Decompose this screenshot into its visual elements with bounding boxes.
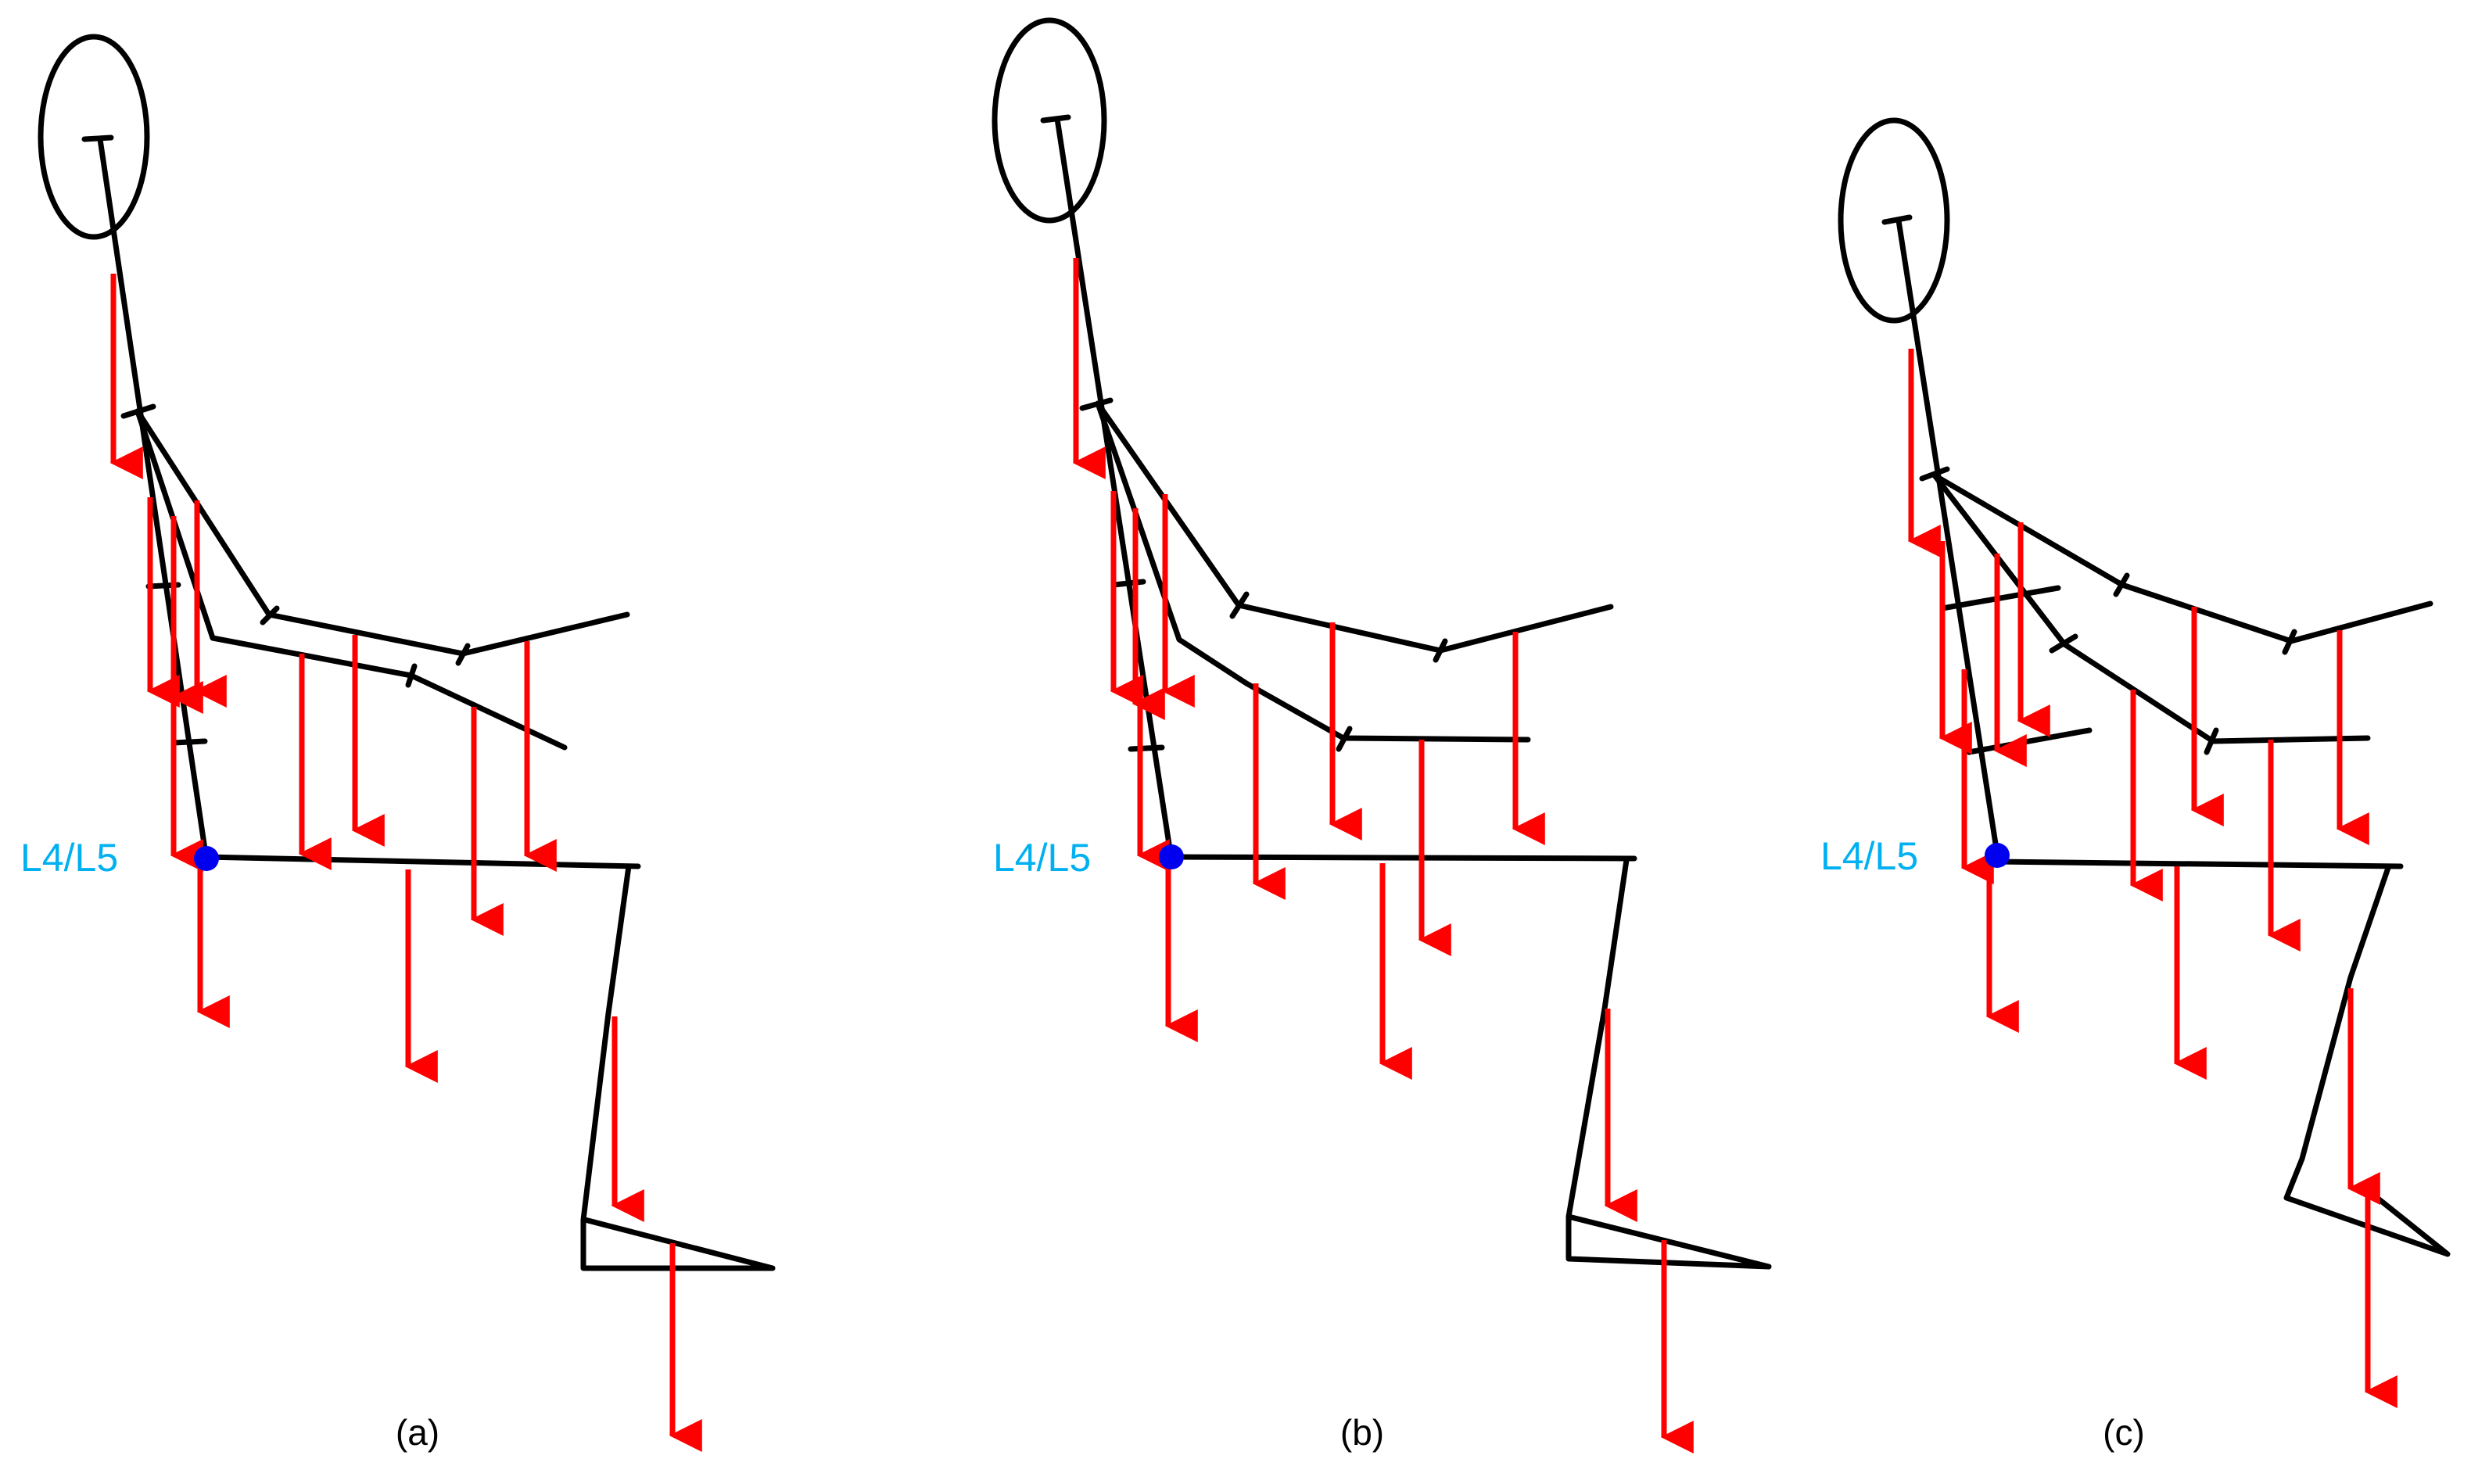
neck-segment <box>1054 116 1173 852</box>
elbow-tick <box>2113 572 2130 597</box>
head <box>1838 117 1950 324</box>
neck-segment <box>97 136 208 852</box>
panel-c: L4/L5 (c) <box>1820 117 2451 1453</box>
wrist-tick <box>1433 638 1448 663</box>
shank <box>1565 857 1772 1270</box>
head-tick <box>1881 214 1913 225</box>
wrist-tick <box>455 643 471 666</box>
panel-caption: (c) <box>2103 1412 2145 1453</box>
l4-l5-label: L4/L5 <box>20 836 118 880</box>
panel-a-force-arrows <box>109 274 702 1452</box>
shank <box>2283 865 2451 1257</box>
panel-b-force-arrows <box>1072 258 1694 1454</box>
l4-l5-joint-marker <box>1985 843 2010 868</box>
head-tick <box>81 134 114 142</box>
shank <box>580 863 776 1271</box>
thigh <box>1168 854 1637 862</box>
head-tick <box>1040 114 1071 124</box>
spine-tick-2 <box>170 738 208 746</box>
upper-arm-near <box>1095 400 1614 654</box>
forearm-extension-2 <box>1966 727 2093 755</box>
elbow-far-tick-2 <box>2204 727 2219 755</box>
elbow-tick <box>1229 591 1250 619</box>
head <box>38 34 150 240</box>
upper-arm-far <box>1095 400 1531 743</box>
elbow-far-tick <box>405 663 418 688</box>
wrist-tick <box>2282 629 2297 655</box>
l4-l5-joint-marker <box>1159 844 1184 869</box>
l4-l5-label: L4/L5 <box>993 836 1091 880</box>
panel-b: L4/L5 (b) <box>992 17 1772 1454</box>
panel-a: L4/L5 (a) <box>20 34 776 1453</box>
forearm-extension <box>1939 585 2061 611</box>
elbow-far-tick <box>2049 633 2078 654</box>
elbow-far-tick <box>1336 726 1353 752</box>
panel-c-force-arrows <box>1907 349 2397 1408</box>
upper-arm-near <box>1931 472 2433 644</box>
panel-caption: (a) <box>396 1412 439 1453</box>
spine-tick <box>1110 579 1146 588</box>
l4-l5-label: L4/L5 <box>1820 834 1918 878</box>
panel-c-skeleton <box>1838 117 2451 1257</box>
panel-caption: (b) <box>1340 1412 1384 1453</box>
upper-arm-far <box>134 408 568 751</box>
upper-arm-near <box>134 408 630 657</box>
thigh <box>202 854 641 869</box>
head <box>992 17 1107 224</box>
panel-b-skeleton <box>992 17 1772 1270</box>
thigh <box>1992 858 2404 869</box>
l4-l5-joint-marker <box>194 846 219 871</box>
elbow-tick <box>260 605 280 626</box>
spine-tick-2 <box>1128 744 1165 752</box>
